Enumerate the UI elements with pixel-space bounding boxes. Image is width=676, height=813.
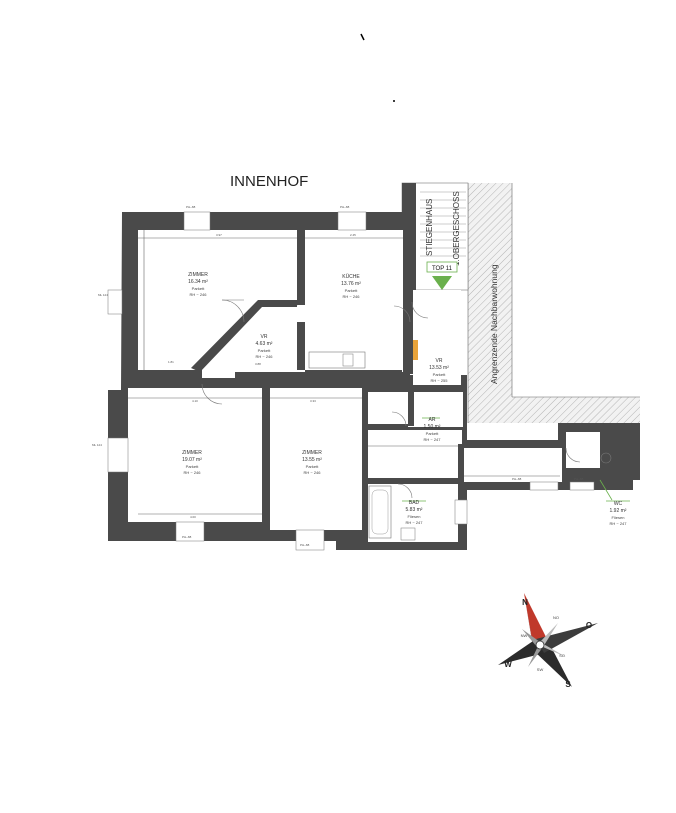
room-area: 1.92 m²	[610, 508, 627, 514]
room-name: AR	[429, 417, 436, 423]
svg-text:4.10: 4.10	[192, 399, 198, 403]
dimension-numbers: 3.97 2.45 PH~88 PH~88 ML 124 ML 124 4.10…	[92, 205, 584, 547]
room-height: RH ~ 246	[189, 292, 207, 297]
compass-nw: NW	[521, 633, 528, 638]
room-height: RH ~ 247	[423, 437, 441, 442]
svg-text:ML 124: ML 124	[98, 293, 108, 297]
room-area: 19.07 m²	[182, 457, 202, 463]
room-zimmer-2: ZIMMER 19.07 m² Parkett RH ~ 246	[182, 450, 202, 475]
room-area: 4.63 m²	[256, 341, 273, 347]
room-name: ZIMMER	[188, 272, 208, 278]
room-area: 13.55 m²	[302, 457, 322, 463]
top-number-label: TOP 11	[432, 266, 453, 272]
svg-text:2.45: 2.45	[350, 233, 356, 237]
room-floor: Parkett	[186, 464, 200, 469]
svg-text:PH~88: PH~88	[186, 205, 196, 209]
compass-so: SO	[559, 653, 565, 658]
room-zimmer-3: ZIMMER 13.55 m² Parkett RH ~ 246	[302, 450, 322, 475]
room-height: RH ~ 255	[430, 378, 448, 383]
room-area: 13.76 m²	[341, 281, 361, 287]
room-name: BAD	[409, 500, 420, 506]
room-name: KÜCHE	[342, 273, 360, 280]
neighbour-label: Angrenzende Nachbarwohnung	[489, 264, 499, 384]
svg-text:PH~88: PH~88	[574, 477, 584, 481]
room-floor: Fliesen	[612, 515, 625, 520]
room-height: RH ~ 246	[183, 470, 201, 475]
room-zimmer-1: ZIMMER 16.34 m² Parkett RH ~ 246	[188, 272, 208, 297]
compass-n: N	[522, 598, 528, 607]
interior-walls	[122, 230, 566, 542]
floor-level-label: 1.OBERGESCHOSS	[452, 191, 461, 266]
room-area: 13.53 m²	[429, 365, 449, 371]
door-swings	[201, 299, 581, 499]
room-floor: Parkett	[345, 288, 359, 293]
svg-text:ML 124: ML 124	[92, 443, 102, 447]
svg-text:4.00: 4.00	[190, 515, 196, 519]
compass-o: O	[586, 621, 592, 630]
windows	[107, 211, 595, 551]
room-area: 16.34 m²	[188, 279, 208, 285]
room-floor: Fliesen	[408, 514, 421, 519]
room-name: ZIMMER	[182, 450, 202, 456]
room-floor: Parkett	[192, 286, 206, 291]
staircase-label: STIEGENHAUS	[425, 199, 434, 256]
compass-w: W	[504, 660, 512, 669]
room-floor: Parkett	[258, 348, 272, 353]
svg-text:3.97: 3.97	[216, 233, 222, 237]
compass-no: NO	[553, 615, 559, 620]
svg-text:3.33: 3.33	[310, 399, 316, 403]
room-height: RH ~ 246	[342, 294, 360, 299]
room-height: RH ~ 247	[405, 520, 423, 525]
compass-north-needle	[524, 593, 546, 651]
entrance-marker	[426, 261, 458, 290]
room-name: VR	[436, 358, 443, 364]
compass-s: S	[565, 680, 571, 689]
dimension-lines	[128, 230, 560, 515]
compass-sw: SW	[537, 667, 544, 672]
room-floor: Parkett	[306, 464, 320, 469]
compass-center	[535, 640, 545, 650]
room-name: WC	[614, 501, 623, 507]
svg-text:PH~88: PH~88	[512, 477, 522, 481]
innenhof-label: INNENHOF	[230, 173, 308, 190]
compass-so-point	[540, 642, 566, 657]
room-kueche: KÜCHE 13.76 m² Parkett RH ~ 246	[341, 273, 361, 299]
room-ar: AR 1.50 m² Parkett RH ~ 247	[422, 417, 441, 442]
room-floor: Parkett	[433, 372, 447, 377]
compass-no-point	[540, 623, 558, 647]
room-name: ZIMMER	[302, 450, 322, 456]
room-bad: BAD 5.83 m² Fliesen RH ~ 247	[402, 500, 426, 525]
stray-mark	[360, 33, 365, 41]
svg-text:PH~88: PH~88	[300, 543, 310, 547]
fixtures	[308, 340, 612, 541]
svg-text:PH~88: PH~88	[340, 205, 350, 209]
room-vr-2: VR 13.53 m² Parkett RH ~ 255	[429, 358, 449, 383]
compass-rose: N O S W NO NW SO SW	[498, 593, 598, 689]
room-area: 1.50 m²	[424, 424, 441, 430]
room-vr-1: VR 4.63 m² Parkett RH ~ 246	[255, 334, 273, 359]
room-height: RH ~ 246	[255, 354, 273, 359]
compass-nw-point	[522, 629, 540, 647]
room-floor: Parkett	[426, 431, 440, 436]
room-height: RH ~ 247	[609, 521, 627, 526]
room-wc: WC 1.92 m² Fliesen RH ~ 247	[599, 479, 630, 526]
room-height: RH ~ 246	[303, 470, 321, 475]
svg-text:1.81: 1.81	[168, 360, 174, 364]
compass-west-needle	[498, 639, 544, 665]
svg-text:3.88: 3.88	[255, 362, 261, 366]
svg-text:PH~88: PH~88	[182, 535, 192, 539]
room-name: VR	[261, 334, 268, 340]
stray-dot	[393, 100, 395, 102]
compass-east-needle	[536, 623, 598, 653]
room-area: 5.83 m²	[406, 507, 423, 513]
